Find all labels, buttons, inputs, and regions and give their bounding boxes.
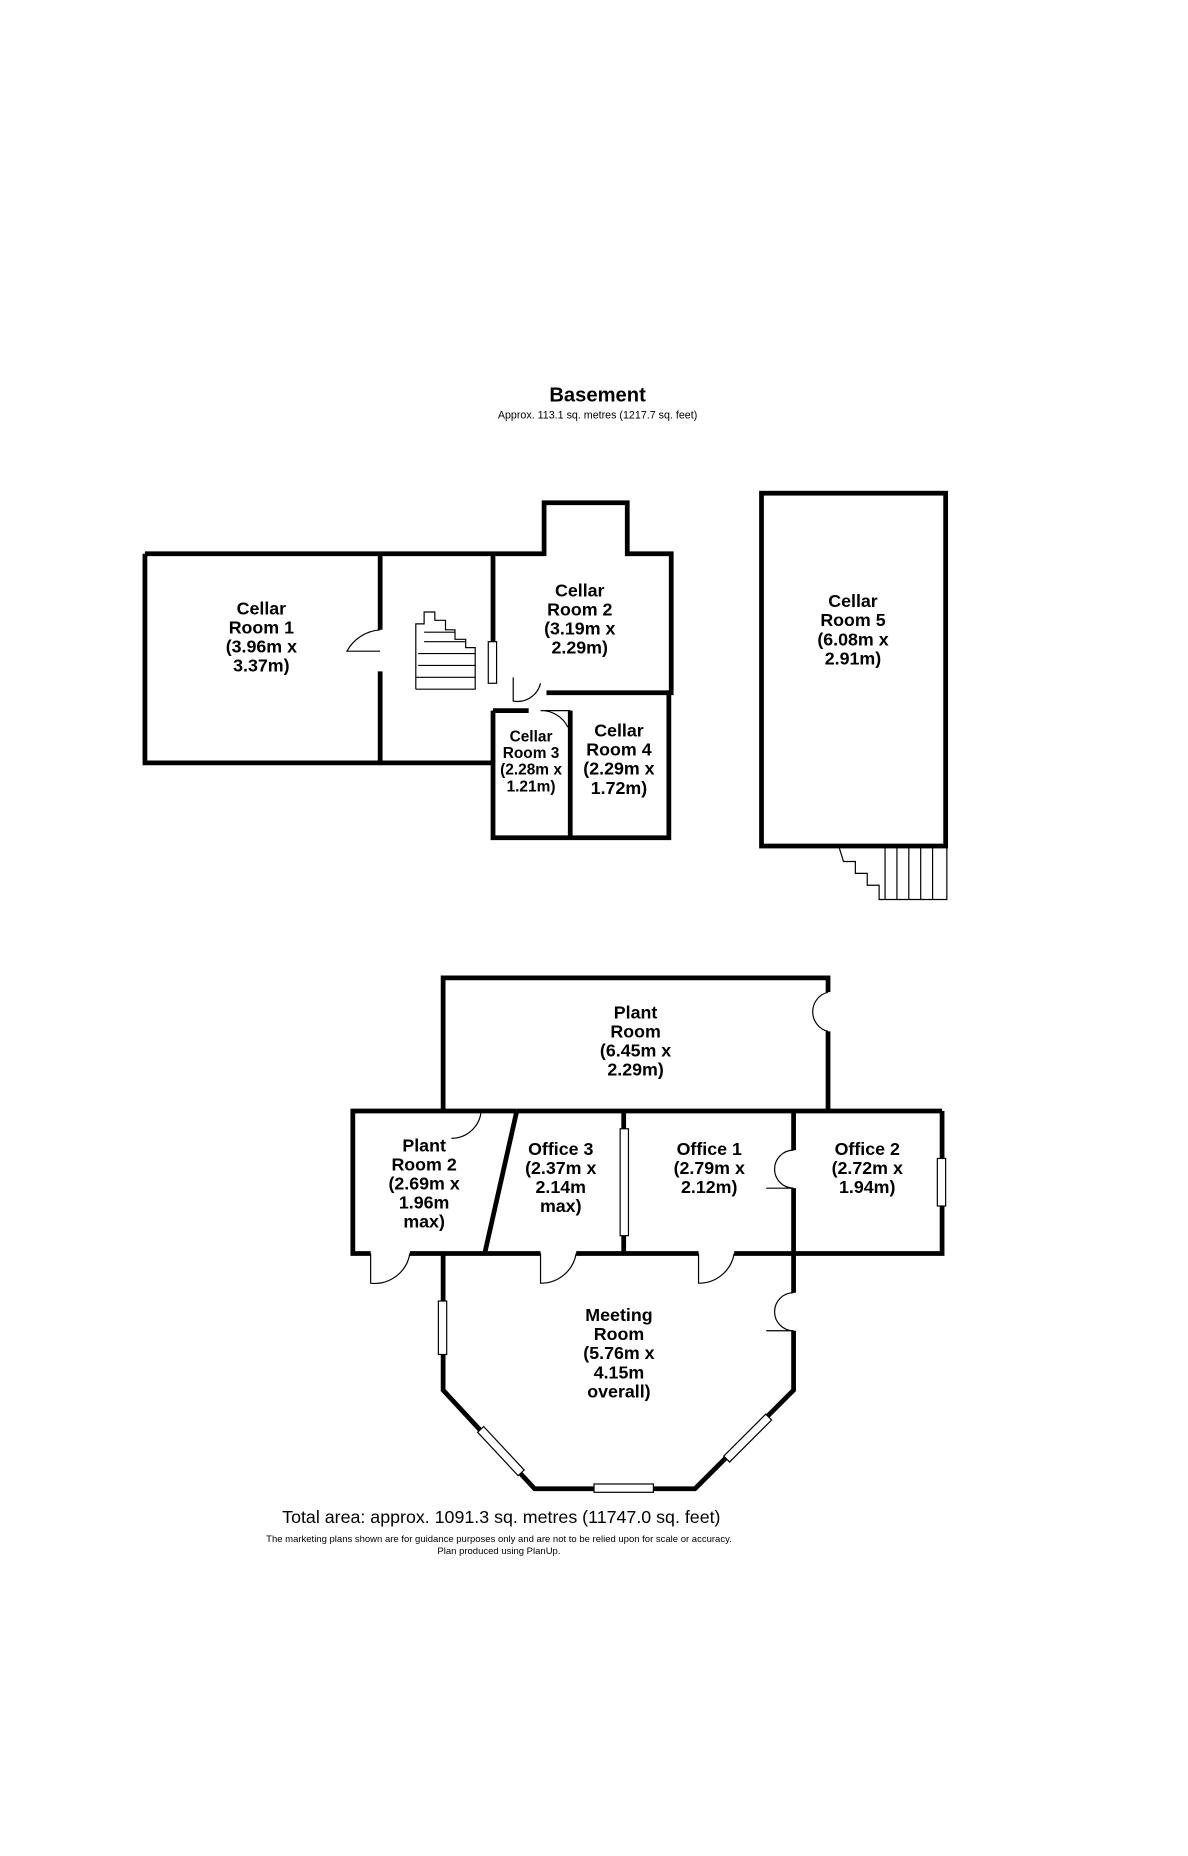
disclaimer: The marketing plans shown are for guidan… bbox=[266, 1534, 732, 1545]
credit: Plan produced using PlanUp. bbox=[437, 1546, 560, 1557]
window-icon bbox=[487, 641, 498, 684]
door-swing-icon bbox=[540, 710, 571, 728]
window-icon bbox=[619, 1128, 630, 1237]
window-icon bbox=[593, 1483, 654, 1493]
door-swing-icon bbox=[766, 1292, 794, 1332]
staircase-icon bbox=[415, 611, 476, 690]
ground-walls bbox=[350, 975, 947, 1493]
total-area: Total area: approx. 1091.3 sq. metres (1… bbox=[282, 1507, 720, 1527]
door-swing-icon bbox=[345, 629, 381, 652]
door-swing-icon bbox=[697, 1253, 735, 1284]
svg-text:Office 1(2.79m x2.12m): Office 1(2.79m x2.12m) bbox=[674, 1139, 745, 1197]
door-swing-icon bbox=[766, 1149, 794, 1189]
door-swing-icon bbox=[451, 1110, 482, 1139]
window-icon bbox=[476, 1425, 526, 1477]
basement-left-walls bbox=[142, 500, 674, 841]
window-icon bbox=[722, 1413, 773, 1463]
svg-text:Office 2(2.72m x1.94m): Office 2(2.72m x1.94m) bbox=[832, 1139, 903, 1197]
door-swing-icon bbox=[812, 991, 829, 1032]
cellar-5-walls bbox=[759, 490, 949, 901]
staircase-icon bbox=[838, 845, 948, 901]
floor-title: Basement bbox=[549, 385, 646, 407]
window-icon bbox=[437, 1300, 448, 1356]
window-icon bbox=[936, 1157, 947, 1207]
floor-area: Approx. 113.1 sq. metres (1217.7 sq. fee… bbox=[498, 409, 697, 421]
door-swing-icon bbox=[370, 1253, 411, 1285]
door-swing-icon bbox=[539, 1253, 577, 1284]
door-swing-icon bbox=[512, 677, 542, 703]
